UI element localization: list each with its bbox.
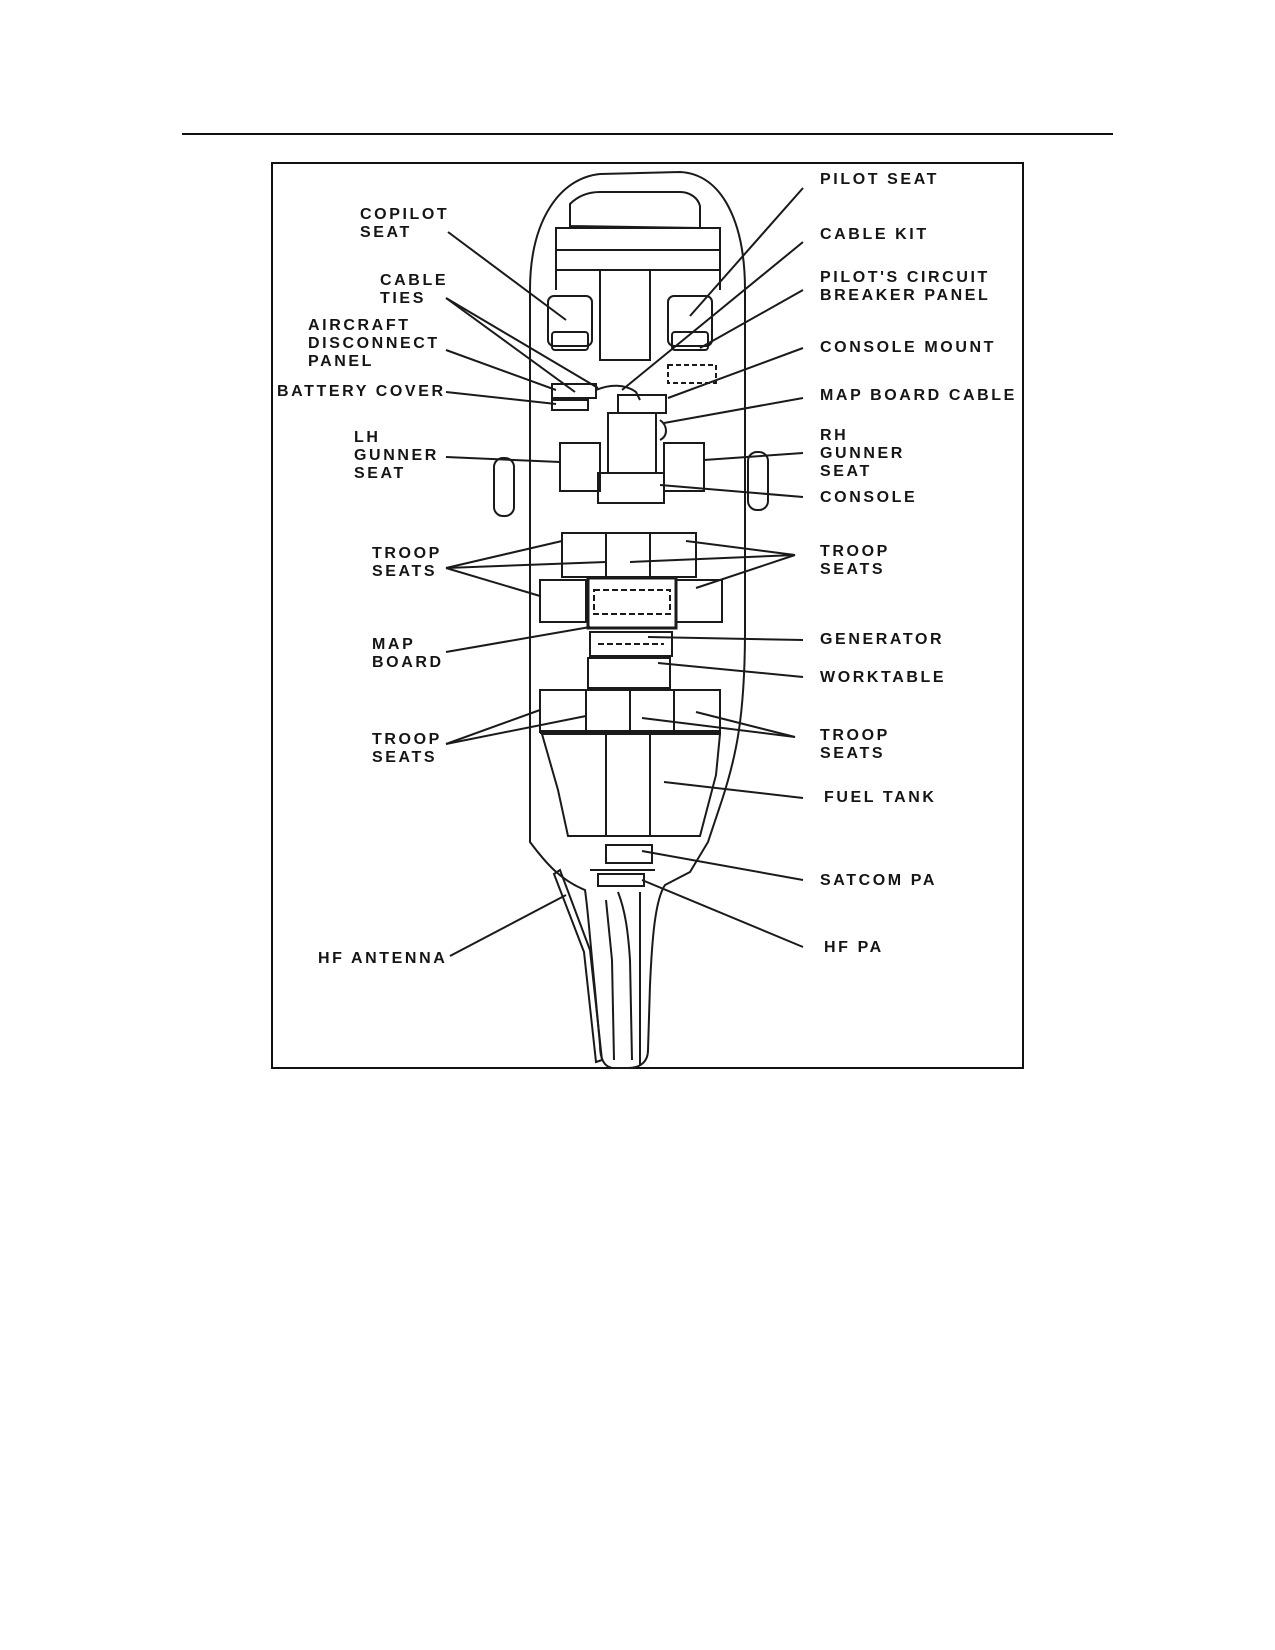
label-troop-seats-left-front: TROOP SEATS <box>372 545 442 580</box>
figure-frame <box>271 162 1024 1069</box>
label-pilot-seat: PILOT SEAT <box>820 171 940 188</box>
label-satcom-pa: SATCOM PA <box>820 872 938 889</box>
windscreen <box>569 191 701 230</box>
label-cable-kit: CABLE KIT <box>820 226 929 243</box>
label-worktable: WORKTABLE <box>820 669 947 686</box>
header-rule <box>182 133 1113 135</box>
console-mount-shape <box>617 394 667 414</box>
label-troop-seats-right-front: TROOP SEATS <box>820 543 890 578</box>
fuel-tank-shape <box>540 733 722 837</box>
label-console: CONSOLE <box>820 489 918 506</box>
rh-gunner-seat-shape <box>663 442 705 492</box>
label-cable-ties: CABLE TIES <box>380 272 449 307</box>
label-lh-gunner-seat: LH GUNNER SEAT <box>354 429 439 482</box>
label-aircraft-disconnect-panel: AIRCRAFT DISCONNECT PANEL <box>308 317 440 370</box>
label-pilots-circuit-breaker-panel: PILOT'S CIRCUIT BREAKER PANEL <box>820 269 991 304</box>
satcom-pa-shape <box>605 844 653 864</box>
hf-antenna-shape <box>552 868 604 1064</box>
label-generator: GENERATOR <box>820 631 945 648</box>
generator-shape <box>589 631 673 657</box>
label-copilot-seat: COPILOT SEAT <box>360 206 450 241</box>
label-battery-cover: BATTERY COVER <box>277 383 446 400</box>
copilot-seat-shape <box>547 295 593 347</box>
leader-lines <box>445 187 804 957</box>
hf-pa-shape <box>597 873 645 887</box>
label-map-board: MAP BOARD <box>372 636 444 671</box>
label-map-board-cable: MAP BOARD CABLE <box>820 387 1017 404</box>
battery-cover-shape <box>551 399 589 411</box>
worktable-shape <box>587 657 671 689</box>
label-rh-gunner-seat: RH GUNNER SEAT <box>820 427 905 480</box>
fuselage-outline <box>529 170 746 1069</box>
console-shape <box>607 412 657 474</box>
pilot-seat-shape <box>667 295 713 347</box>
center-pedestal <box>599 270 651 361</box>
troop-seat-left-front <box>539 579 587 623</box>
troop-seat-bench-front <box>561 532 697 578</box>
rh-gun-mount <box>747 451 769 511</box>
label-hf-antenna: HF ANTENNA <box>318 950 448 967</box>
label-fuel-tank: FUEL TANK <box>824 789 937 806</box>
disconnect-panel-shape <box>551 383 597 399</box>
label-troop-seats-left-aft: TROOP SEATS <box>372 731 442 766</box>
lh-gunner-seat-shape <box>559 442 601 492</box>
label-hf-pa: HF PA <box>824 939 884 956</box>
cb-panel-shape <box>667 364 717 384</box>
label-console-mount: CONSOLE MOUNT <box>820 339 997 356</box>
map-board-shape <box>586 576 678 630</box>
lh-gun-mount <box>493 457 515 517</box>
label-troop-seats-right-aft: TROOP SEATS <box>820 727 890 762</box>
tail-boom <box>605 891 641 1066</box>
